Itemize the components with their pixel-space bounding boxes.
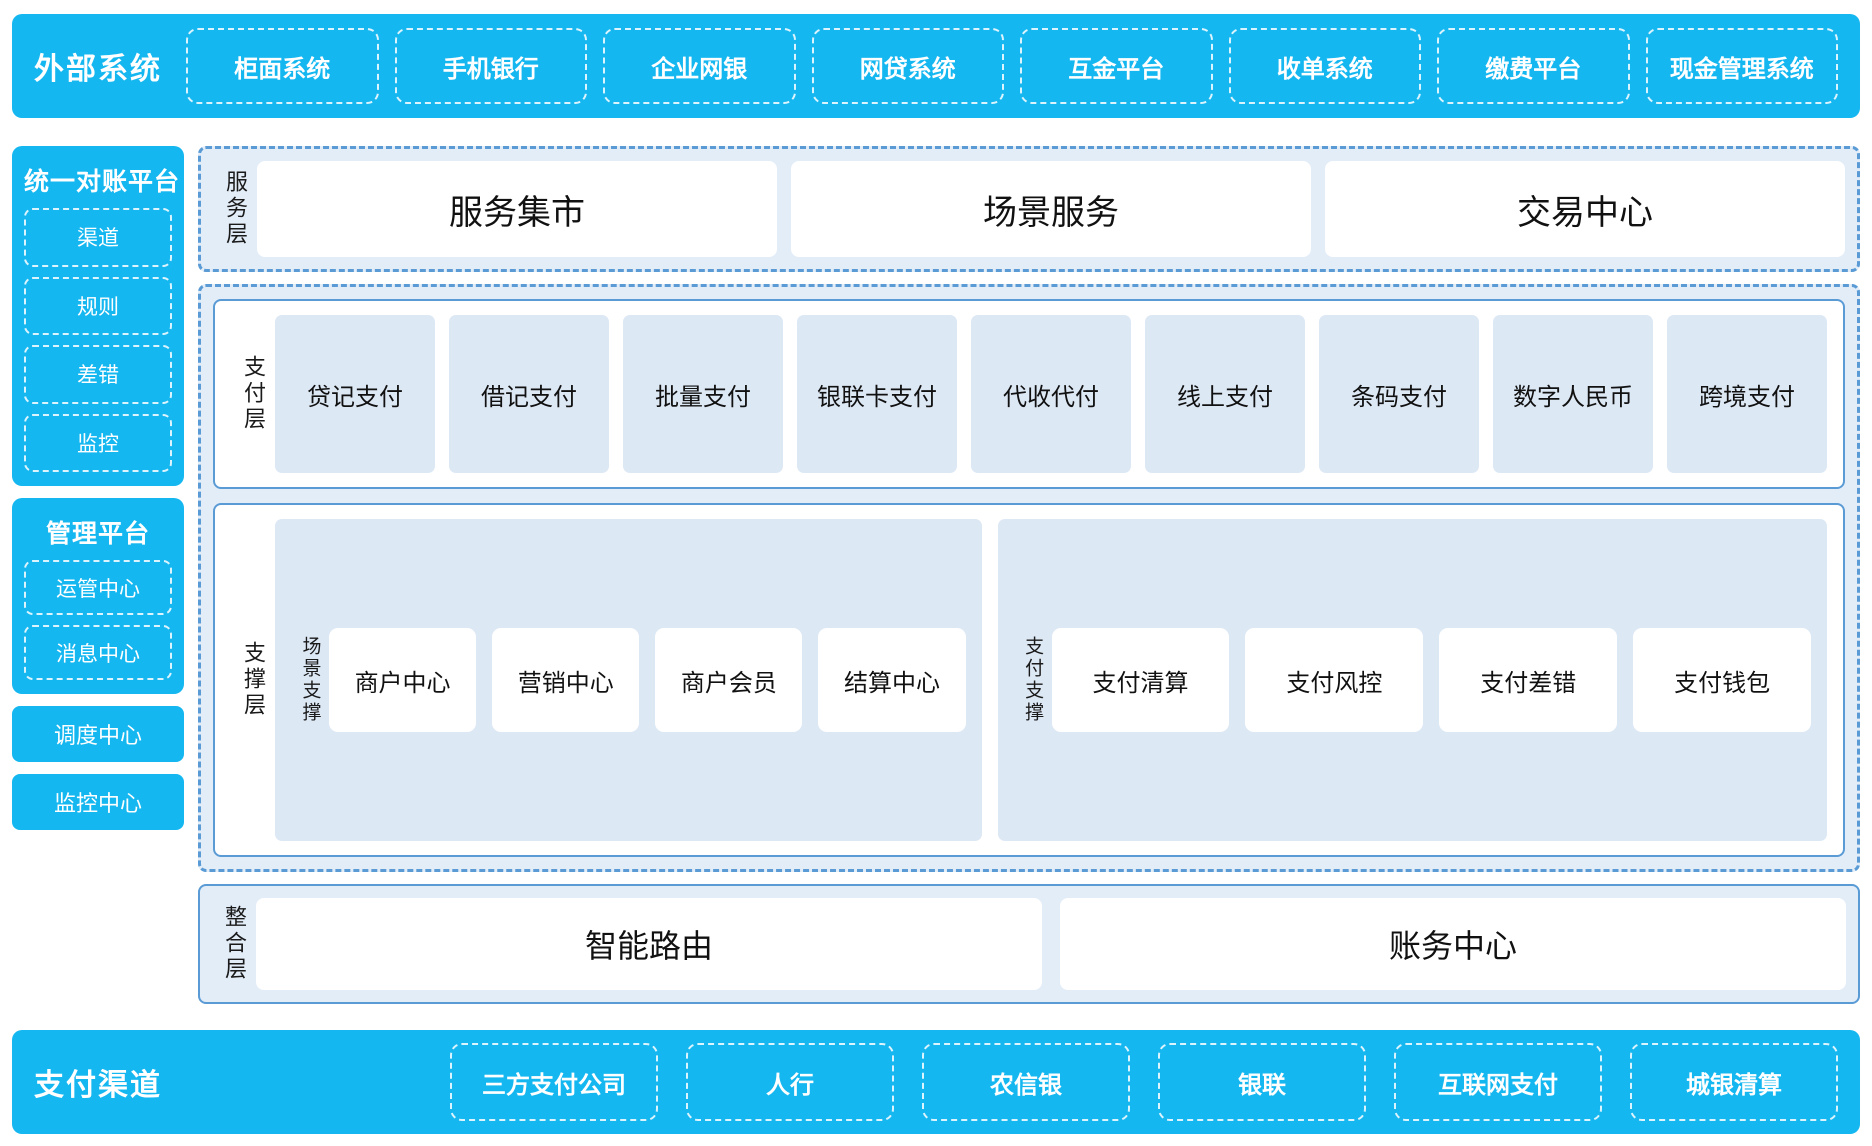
external-system-chip[interactable]: 缴费平台 xyxy=(1437,28,1630,104)
scene-item-marketing-center[interactable]: 营销中心 xyxy=(492,628,640,732)
payment-item-online[interactable]: 线上支付 xyxy=(1145,315,1305,473)
content-column: 服务层 服务集市 场景服务 交易中心 支付层 贷记支付 借记支付 批量支付 银联… xyxy=(198,146,1860,1004)
payment-item-digital-rmb[interactable]: 数字人民币 xyxy=(1493,315,1653,473)
management-platform-items: 运管中心 消息中心 xyxy=(24,560,172,680)
external-systems-items: 柜面系统 手机银行 企业网银 网贷系统 互金平台 收单系统 缴费平台 现金管理系… xyxy=(186,14,1838,118)
external-system-chip[interactable]: 现金管理系统 xyxy=(1645,28,1838,104)
integration-item-smart-routing[interactable]: 智能路由 xyxy=(256,898,1042,990)
monitoring-center-card[interactable]: 监控中心 xyxy=(12,774,184,830)
payment-channels-title: 支付渠道 xyxy=(34,1069,162,1102)
payment-support-items: 支付清算 支付风控 支付差错 支付钱包 xyxy=(1051,628,1812,732)
payment-layer-label: 支付层 xyxy=(241,355,266,433)
external-systems-bar: 外部系统 柜面系统 手机银行 企业网银 网贷系统 互金平台 收单系统 缴费平台 … xyxy=(12,14,1860,118)
channel-city-bank-clearing[interactable]: 城银清算 xyxy=(1630,1043,1838,1121)
payment-item-unionpay-card[interactable]: 银联卡支付 xyxy=(797,315,957,473)
reconciliation-platform-card: 统一对账平台 渠道 规则 差错 监控 xyxy=(12,146,184,486)
service-layer-label: 服务层 xyxy=(223,170,248,248)
reconciliation-item-channel[interactable]: 渠道 xyxy=(24,208,172,267)
scene-item-merchant-center[interactable]: 商户中心 xyxy=(329,628,477,732)
scheduling-center-card[interactable]: 调度中心 xyxy=(12,706,184,762)
reconciliation-item-monitor[interactable]: 监控 xyxy=(24,413,172,472)
payment-layer-items: 贷记支付 借记支付 批量支付 银联卡支付 代收代付 线上支付 条码支付 数字人民… xyxy=(275,315,1827,473)
support-layer-label: 支撑层 xyxy=(241,641,266,719)
support-layer-row: 支撑层 场景支撑 商户中心 营销中心 商户会员 结算中心 xyxy=(213,503,1845,857)
paysupport-item-error-handling[interactable]: 支付差错 xyxy=(1439,628,1618,732)
support-layer-groups: 场景支撑 商户中心 营销中心 商户会员 结算中心 支付支撑 支付清算 xyxy=(275,519,1827,841)
payment-item-barcode[interactable]: 条码支付 xyxy=(1319,315,1479,473)
payment-item-credit[interactable]: 贷记支付 xyxy=(275,315,435,473)
integration-item-accounting-center[interactable]: 账务中心 xyxy=(1060,898,1846,990)
scene-item-settlement-center[interactable]: 结算中心 xyxy=(818,628,966,732)
service-layer-band: 服务层 服务集市 场景服务 交易中心 xyxy=(198,146,1860,272)
payment-item-collection-payment[interactable]: 代收代付 xyxy=(971,315,1131,473)
payment-channels-items: 三方支付公司 人行 农信银 银联 互联网支付 城银清算 xyxy=(202,1030,1838,1134)
payment-support-group: 支付支撑 支付清算 支付风控 支付差错 支付钱包 xyxy=(997,519,1827,841)
management-item-operations-center[interactable]: 运管中心 xyxy=(24,560,172,615)
reconciliation-platform-items: 渠道 规则 差错 监控 xyxy=(24,208,172,472)
reconciliation-item-rule[interactable]: 规则 xyxy=(24,276,172,335)
paysupport-item-clearing[interactable]: 支付清算 xyxy=(1051,628,1230,732)
management-item-message-center[interactable]: 消息中心 xyxy=(24,625,172,680)
external-systems-title: 外部系统 xyxy=(34,53,162,86)
paysupport-item-risk-control[interactable]: 支付风控 xyxy=(1245,628,1424,732)
channel-internet-payment[interactable]: 互联网支付 xyxy=(1394,1043,1602,1121)
scene-support-items: 商户中心 营销中心 商户会员 结算中心 xyxy=(329,628,966,732)
reconciliation-platform-title: 统一对账平台 xyxy=(24,168,181,196)
payment-item-batch[interactable]: 批量支付 xyxy=(623,315,783,473)
integration-layer-items: 智能路由 账务中心 xyxy=(256,898,1846,990)
integration-layer-label: 整合层 xyxy=(222,905,247,983)
external-system-chip[interactable]: 收单系统 xyxy=(1228,28,1421,104)
core-layers-band: 支付层 贷记支付 借记支付 批量支付 银联卡支付 代收代付 线上支付 条码支付 … xyxy=(198,284,1860,872)
external-system-chip[interactable]: 柜面系统 xyxy=(186,28,379,104)
service-item-transaction-center[interactable]: 交易中心 xyxy=(1325,161,1845,257)
paysupport-item-wallet[interactable]: 支付钱包 xyxy=(1633,628,1812,732)
payment-channels-bar: 支付渠道 三方支付公司 人行 农信银 银联 互联网支付 城银清算 xyxy=(12,1030,1860,1134)
scene-support-label: 场景支撑 xyxy=(299,636,321,724)
payment-item-debit[interactable]: 借记支付 xyxy=(449,315,609,473)
payment-item-cross-border[interactable]: 跨境支付 xyxy=(1667,315,1827,473)
scene-support-group: 场景支撑 商户中心 营销中心 商户会员 结算中心 xyxy=(275,519,982,841)
management-platform-title: 管理平台 xyxy=(45,520,150,548)
middle-region: 统一对账平台 渠道 规则 差错 监控 管理平台 运管中心 消息中心 调度中心 监… xyxy=(12,146,1860,1004)
service-item-scene-service[interactable]: 场景服务 xyxy=(791,161,1311,257)
external-system-chip[interactable]: 互金平台 xyxy=(1020,28,1213,104)
external-system-chip[interactable]: 企业网银 xyxy=(603,28,796,104)
payment-support-label: 支付支撑 xyxy=(1022,636,1044,724)
management-platform-card: 管理平台 运管中心 消息中心 xyxy=(12,498,184,694)
external-system-chip[interactable]: 网贷系统 xyxy=(811,28,1004,104)
channel-unionpay[interactable]: 银联 xyxy=(1158,1043,1366,1121)
scene-item-merchant-member[interactable]: 商户会员 xyxy=(655,628,803,732)
channel-third-party-payment[interactable]: 三方支付公司 xyxy=(450,1043,658,1121)
integration-layer-band: 整合层 智能路由 账务中心 xyxy=(198,884,1860,1004)
external-system-chip[interactable]: 手机银行 xyxy=(394,28,587,104)
service-item-marketplace[interactable]: 服务集市 xyxy=(257,161,777,257)
reconciliation-item-error[interactable]: 差错 xyxy=(24,345,172,404)
channel-rural-credit-bank[interactable]: 农信银 xyxy=(922,1043,1130,1121)
payment-layer-row: 支付层 贷记支付 借记支付 批量支付 银联卡支付 代收代付 线上支付 条码支付 … xyxy=(213,299,1845,489)
service-layer-items: 服务集市 场景服务 交易中心 xyxy=(257,161,1845,257)
left-rail: 统一对账平台 渠道 规则 差错 监控 管理平台 运管中心 消息中心 调度中心 监… xyxy=(12,146,184,1004)
channel-pboc[interactable]: 人行 xyxy=(686,1043,894,1121)
